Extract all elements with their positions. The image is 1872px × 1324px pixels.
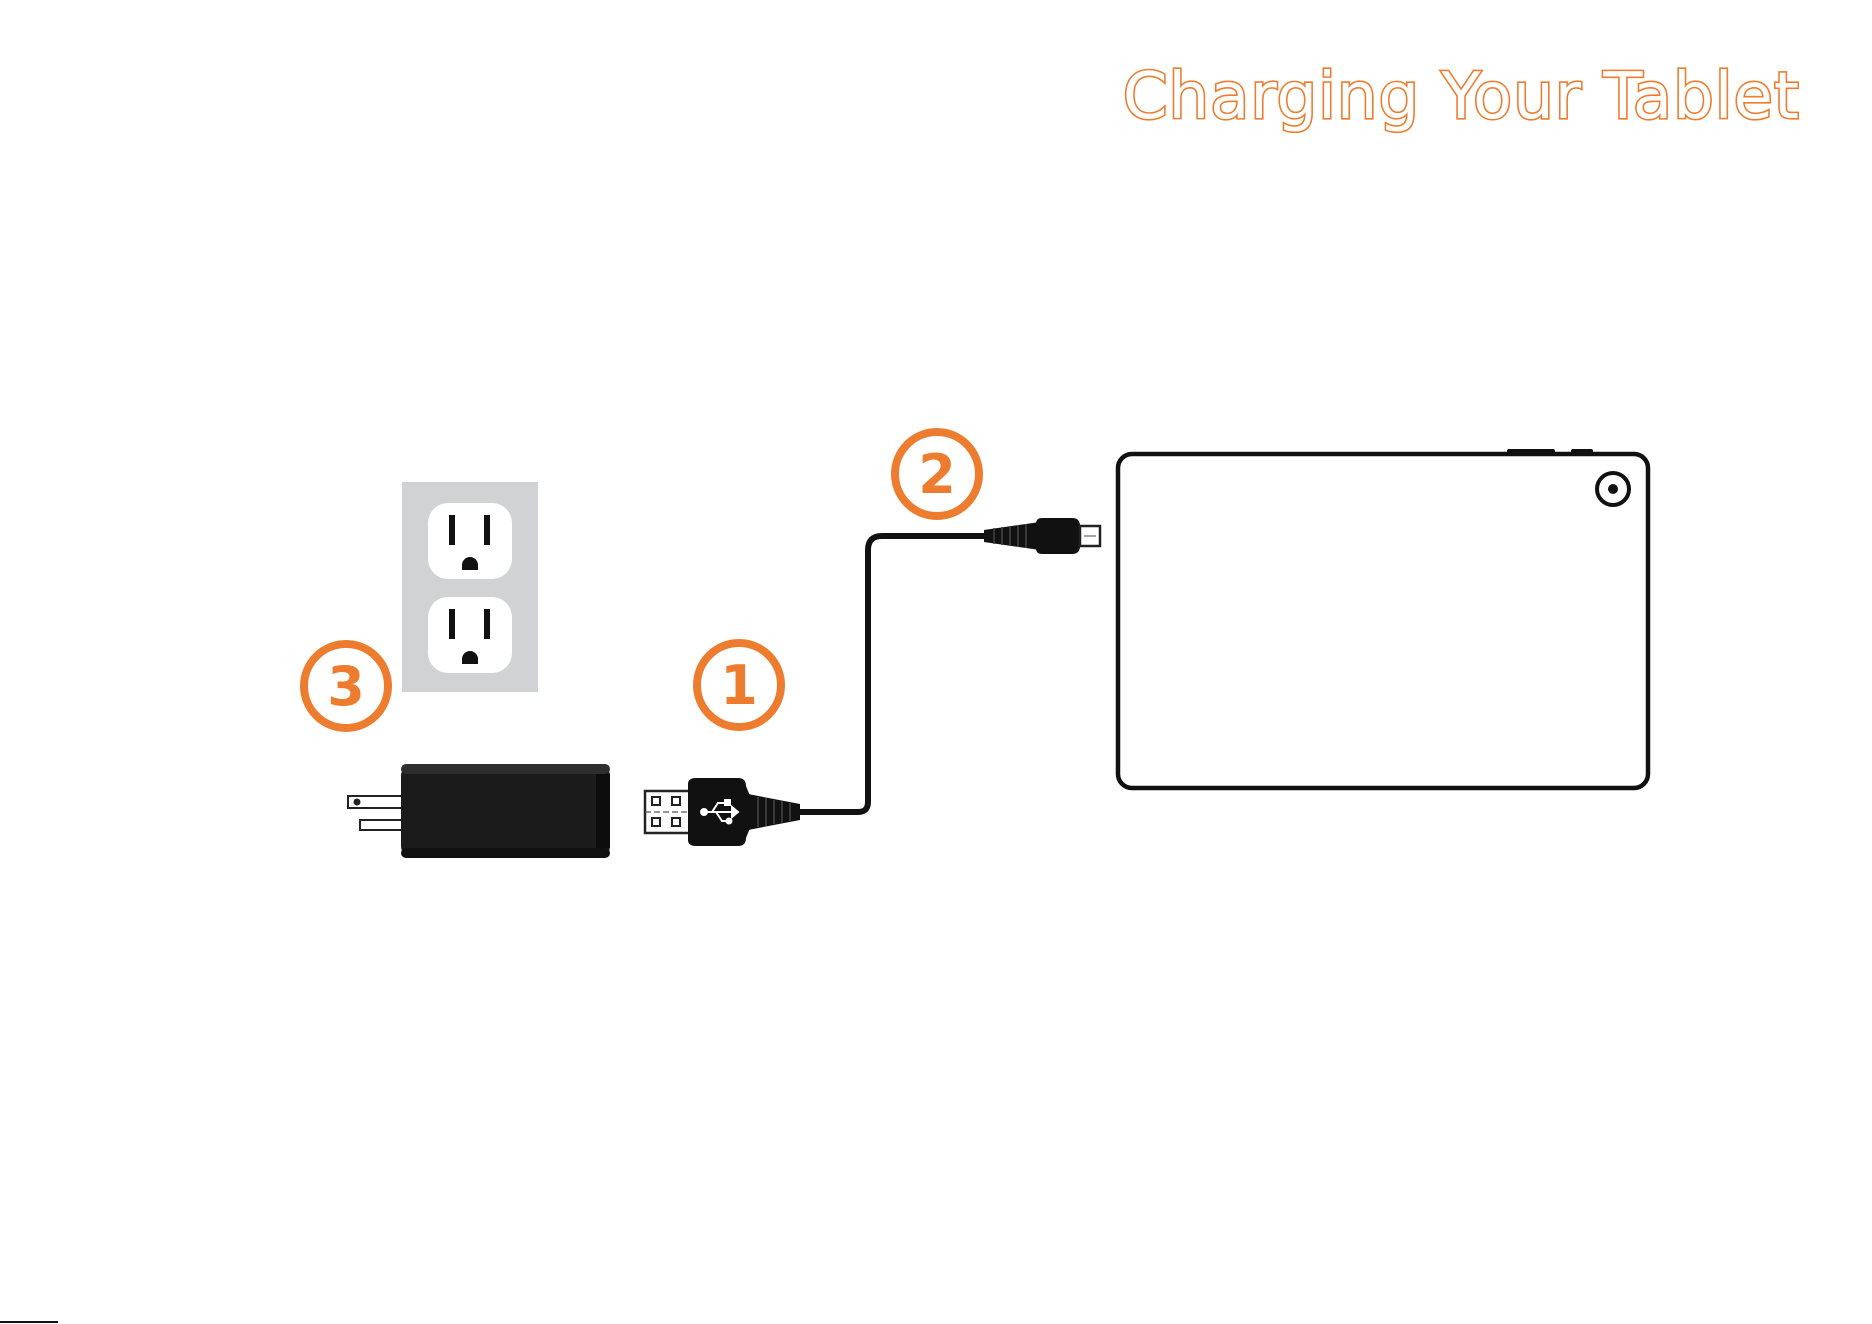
step-3-number: 3: [327, 655, 365, 718]
micro-usb-plug-icon: [984, 518, 1100, 554]
wall-adapter-icon: [348, 764, 610, 858]
wall-outlet-icon: [402, 482, 538, 692]
usb-plug-icon: [645, 778, 800, 846]
step-1-marker: 1: [697, 643, 781, 727]
step-2-number: 2: [918, 443, 956, 506]
outlet-receptacle-top: [428, 503, 512, 579]
tablet-icon: [1118, 449, 1648, 788]
step-3-marker: 3: [304, 644, 388, 728]
outlet-receptacle-bottom: [428, 597, 512, 673]
usb-cable-icon: [645, 518, 1100, 846]
step-1-number: 1: [720, 654, 758, 717]
step-2-marker: 2: [895, 432, 979, 516]
